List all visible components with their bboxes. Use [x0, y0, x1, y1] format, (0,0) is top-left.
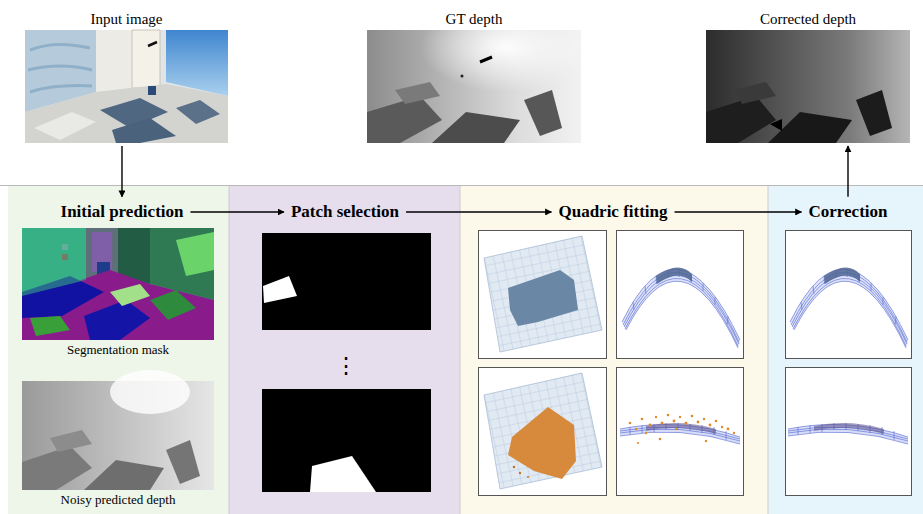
image-panel: Input image — [25, 10, 228, 143]
noisy-depth-image — [22, 370, 214, 490]
corrected-depth-image — [706, 30, 910, 143]
image-caption: Corrected depth — [706, 10, 910, 28]
flow-arrow — [675, 211, 802, 212]
stage-heading: Correction — [805, 200, 892, 224]
quadric-plots — [478, 230, 744, 496]
image-panel: GT depth — [367, 10, 581, 143]
stage-title: Patch selection — [291, 202, 399, 222]
image-caption: Noisy predicted depth — [22, 492, 214, 508]
flow-arrow — [121, 146, 122, 197]
stage-heading: Quadric fitting — [554, 200, 671, 224]
image-caption: GT depth — [367, 10, 581, 28]
input-image — [25, 30, 228, 143]
stage-title: Initial prediction — [61, 202, 184, 222]
image-caption: Segmentation mask — [22, 342, 214, 358]
image-panel: Noisy predicted depth — [22, 381, 214, 508]
correction-plots — [786, 231, 912, 496]
flow-arrow — [190, 211, 283, 212]
stage-heading: Initial prediction — [57, 200, 188, 224]
flow-arrow — [847, 146, 848, 197]
flow-arrow — [406, 211, 551, 212]
image-caption: Input image — [25, 10, 228, 28]
stage-title: Quadric fitting — [558, 202, 667, 222]
patch-mask — [262, 233, 431, 492]
image-panel: Segmentation mask — [22, 228, 214, 358]
segmentation-mask-image — [22, 228, 214, 340]
image-panel: Corrected depth — [706, 10, 910, 143]
ellipsis-mark: ⋮ — [335, 355, 357, 377]
stage-heading: Patch selection — [287, 200, 403, 224]
gt-depth-image — [367, 30, 581, 143]
stage-title: Correction — [809, 202, 888, 222]
